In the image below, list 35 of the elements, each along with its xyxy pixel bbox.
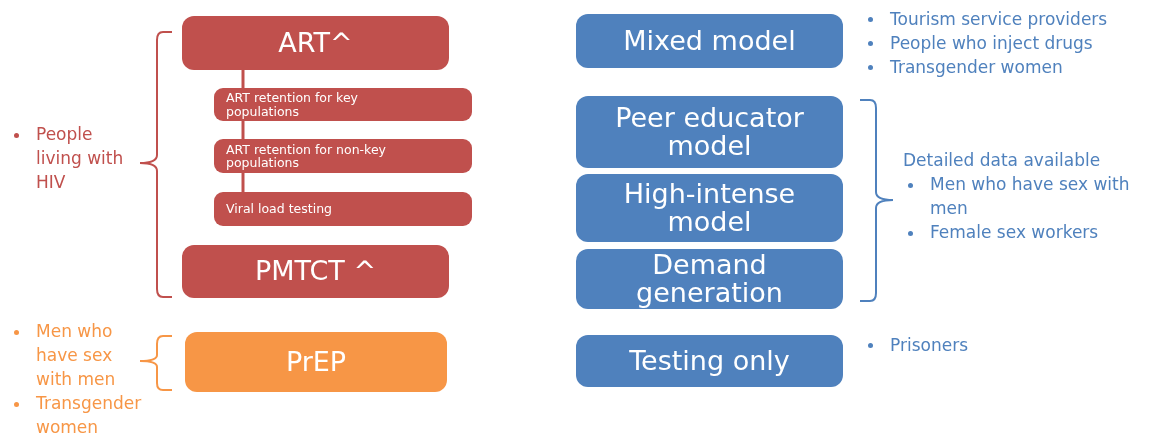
- program-box: [576, 335, 843, 387]
- box-label: ART retention for key populations: [226, 91, 359, 118]
- bullet-text: Transgender women: [890, 57, 1063, 78]
- component-box: [214, 139, 472, 173]
- bullet-text: Prisoners: [890, 335, 968, 355]
- box-label: PMTCT ^: [254, 257, 376, 286]
- bullet-text: Female sex workers: [930, 222, 1099, 242]
- program-box: [576, 96, 843, 168]
- box-label: Testing only: [629, 346, 790, 376]
- box-label: PrEP: [285, 347, 347, 377]
- program-box: [185, 332, 447, 392]
- connector-line: [241, 70, 245, 88]
- box-label: Peer educator model: [614, 103, 805, 161]
- bullet-text: People who inject drugs: [890, 33, 1093, 54]
- box-label: High-intense model: [622, 179, 797, 237]
- program-box: [576, 14, 843, 68]
- box-label: Demand generation: [635, 250, 784, 308]
- program-box: [576, 174, 843, 242]
- box-label: Mixed model: [623, 26, 796, 56]
- connector-line: [241, 121, 245, 139]
- box-label: ART^: [278, 28, 353, 58]
- bullet-text: People living with HIV: [36, 124, 124, 192]
- bullet-text: Transgender women: [36, 393, 142, 436]
- bullet-text: Men who have sex with men: [36, 321, 116, 389]
- program-box: [182, 16, 449, 70]
- note-text: Detailed data available: [903, 149, 1102, 172]
- component-box: [214, 88, 472, 121]
- program-box: [576, 249, 843, 309]
- component-box: [214, 192, 472, 226]
- program-box: [182, 245, 449, 298]
- bullet-text: Tourism service providers: [890, 9, 1108, 29]
- bullet-text: Men who have sex with men: [930, 174, 1130, 218]
- connector-line: [241, 173, 245, 192]
- box-label: ART retention for non-key populations: [226, 142, 387, 170]
- box-label: Viral load testing: [226, 202, 334, 216]
